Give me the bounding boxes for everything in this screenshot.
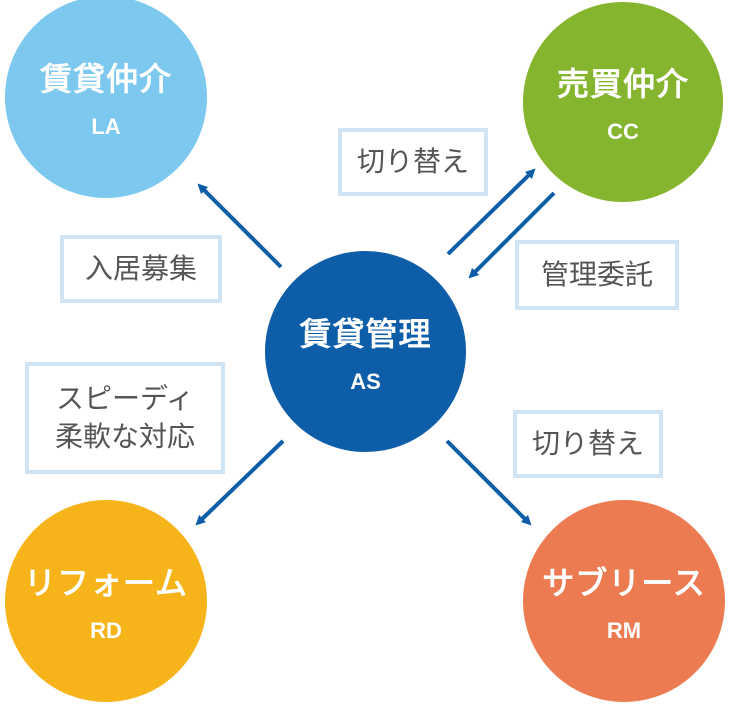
- label-as-to-cc: 切り替え: [338, 128, 488, 196]
- node-rm: サブリース RM: [523, 500, 725, 702]
- arrow-cc-to-as: [468, 191, 556, 279]
- node-la-name: 賃貸仲介: [39, 60, 172, 98]
- node-la: 賃貸仲介 LA: [5, 0, 207, 198]
- node-cc: 売買仲介 CC: [523, 2, 723, 202]
- node-rd-code: RD: [90, 618, 122, 643]
- label-as-to-rm: 切り替え: [513, 410, 663, 478]
- node-cc-name: 売買仲介: [556, 65, 689, 103]
- arrow-as-to-rd: [195, 439, 285, 526]
- node-cc-code: CC: [607, 119, 639, 144]
- arrow-as-to-rm: [445, 439, 532, 526]
- node-rm-code: RM: [606, 618, 642, 643]
- node-as-code: AS: [350, 368, 381, 394]
- label-cc-to-as: 管理委託: [515, 240, 679, 310]
- node-as-name: 賃貸管理: [299, 314, 432, 353]
- arrow-as-to-la: [197, 183, 283, 269]
- label-as-to-rd-line1: スピーディ: [55, 382, 195, 416]
- node-as: 賃貸管理 AS: [265, 251, 466, 452]
- label-as-to-la: 入居募集: [60, 235, 222, 303]
- label-as-to-rd-line2: 柔軟な対応: [54, 420, 195, 453]
- node-rd: リフォーム RD: [5, 500, 207, 702]
- arrow-as-to-cc: [446, 168, 536, 256]
- node-la-code: LA: [91, 114, 121, 139]
- node-rm-name: サブリース: [542, 564, 706, 602]
- node-rd-name: リフォーム: [23, 564, 189, 602]
- label-as-to-rd: スピーディ 柔軟な対応: [25, 362, 225, 474]
